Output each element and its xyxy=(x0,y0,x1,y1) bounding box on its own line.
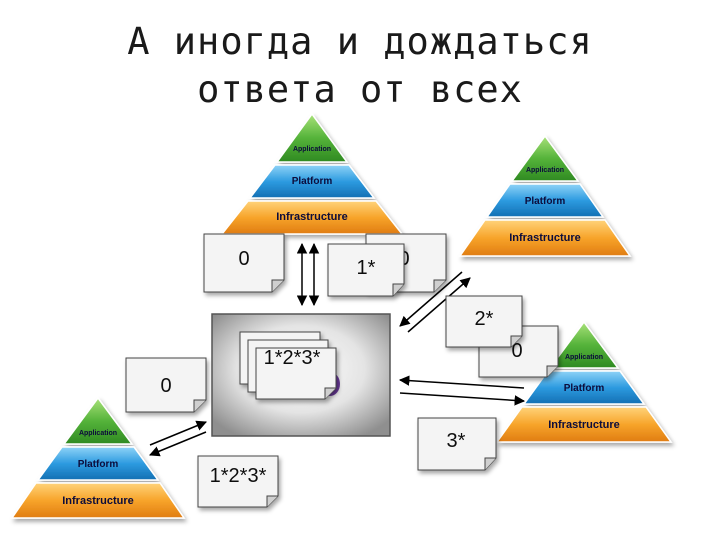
note-value: 0 xyxy=(238,248,249,270)
arrows xyxy=(149,242,526,457)
note-card-top-left: 0 xyxy=(203,233,285,293)
pyramid-right: Application Platform Infrastructure xyxy=(495,320,673,443)
pyramid-top-right: Application Platform Infrastructure xyxy=(458,134,632,257)
note-value: 0 xyxy=(160,375,171,397)
arrow-left-upper xyxy=(149,420,207,446)
pyramid-infrastructure-label: Infrastructure xyxy=(548,419,620,431)
note-card-request-2: 2* xyxy=(445,295,523,348)
note-card-request-3: 3* xyxy=(417,417,497,471)
pyramid-platform-label: Platform xyxy=(564,383,605,394)
slide-title: А иногда и дождаться ответа от всех xyxy=(0,18,720,114)
note-card-aggregate-bottom: 1*2*3* xyxy=(197,455,279,508)
arrow-diagonal-upper xyxy=(407,277,471,333)
title-line-1: А иногда и дождаться xyxy=(127,20,593,63)
pyramid-top-center: Application Platform Infrastructure xyxy=(220,112,404,235)
note-value: 3* xyxy=(447,430,466,452)
arrow-diagonal-lower xyxy=(399,271,463,327)
pyramid-platform-label: Platform xyxy=(292,176,333,187)
note-value: 1* xyxy=(357,257,376,279)
note-card-aggregate-center: 1*2*3* xyxy=(239,331,337,400)
pyramid-application-label: Application xyxy=(79,430,117,437)
note-value: 2* xyxy=(475,308,494,330)
pyramid-platform-label: Platform xyxy=(525,196,566,207)
note-value: 1*2*3* xyxy=(210,465,267,487)
arrow-right-lower xyxy=(399,392,526,406)
pyramid-platform-label: Platform xyxy=(78,459,119,470)
pyramid-infrastructure-label: Infrastructure xyxy=(276,211,348,223)
arrow-right-upper xyxy=(398,375,525,389)
pyramid-application-label: Application xyxy=(526,167,564,174)
note-card-request-1: 1* xyxy=(327,243,405,297)
title-line-2: ответа от всех xyxy=(197,68,523,111)
pyramid-application-label: Application xyxy=(293,146,331,153)
note-value: 0 xyxy=(511,340,522,362)
pyramid-infrastructure-label: Infrastructure xyxy=(62,495,134,507)
note-value: 1*2*3* xyxy=(264,347,321,369)
pyramid-application-label: Application xyxy=(565,354,603,361)
pyramid-bottom-left: Application Platform Infrastructure xyxy=(10,396,186,519)
note-card-left: 0 xyxy=(125,357,207,413)
pyramid-infrastructure-label: Infrastructure xyxy=(509,232,581,244)
arrow-left-lower xyxy=(149,431,207,457)
